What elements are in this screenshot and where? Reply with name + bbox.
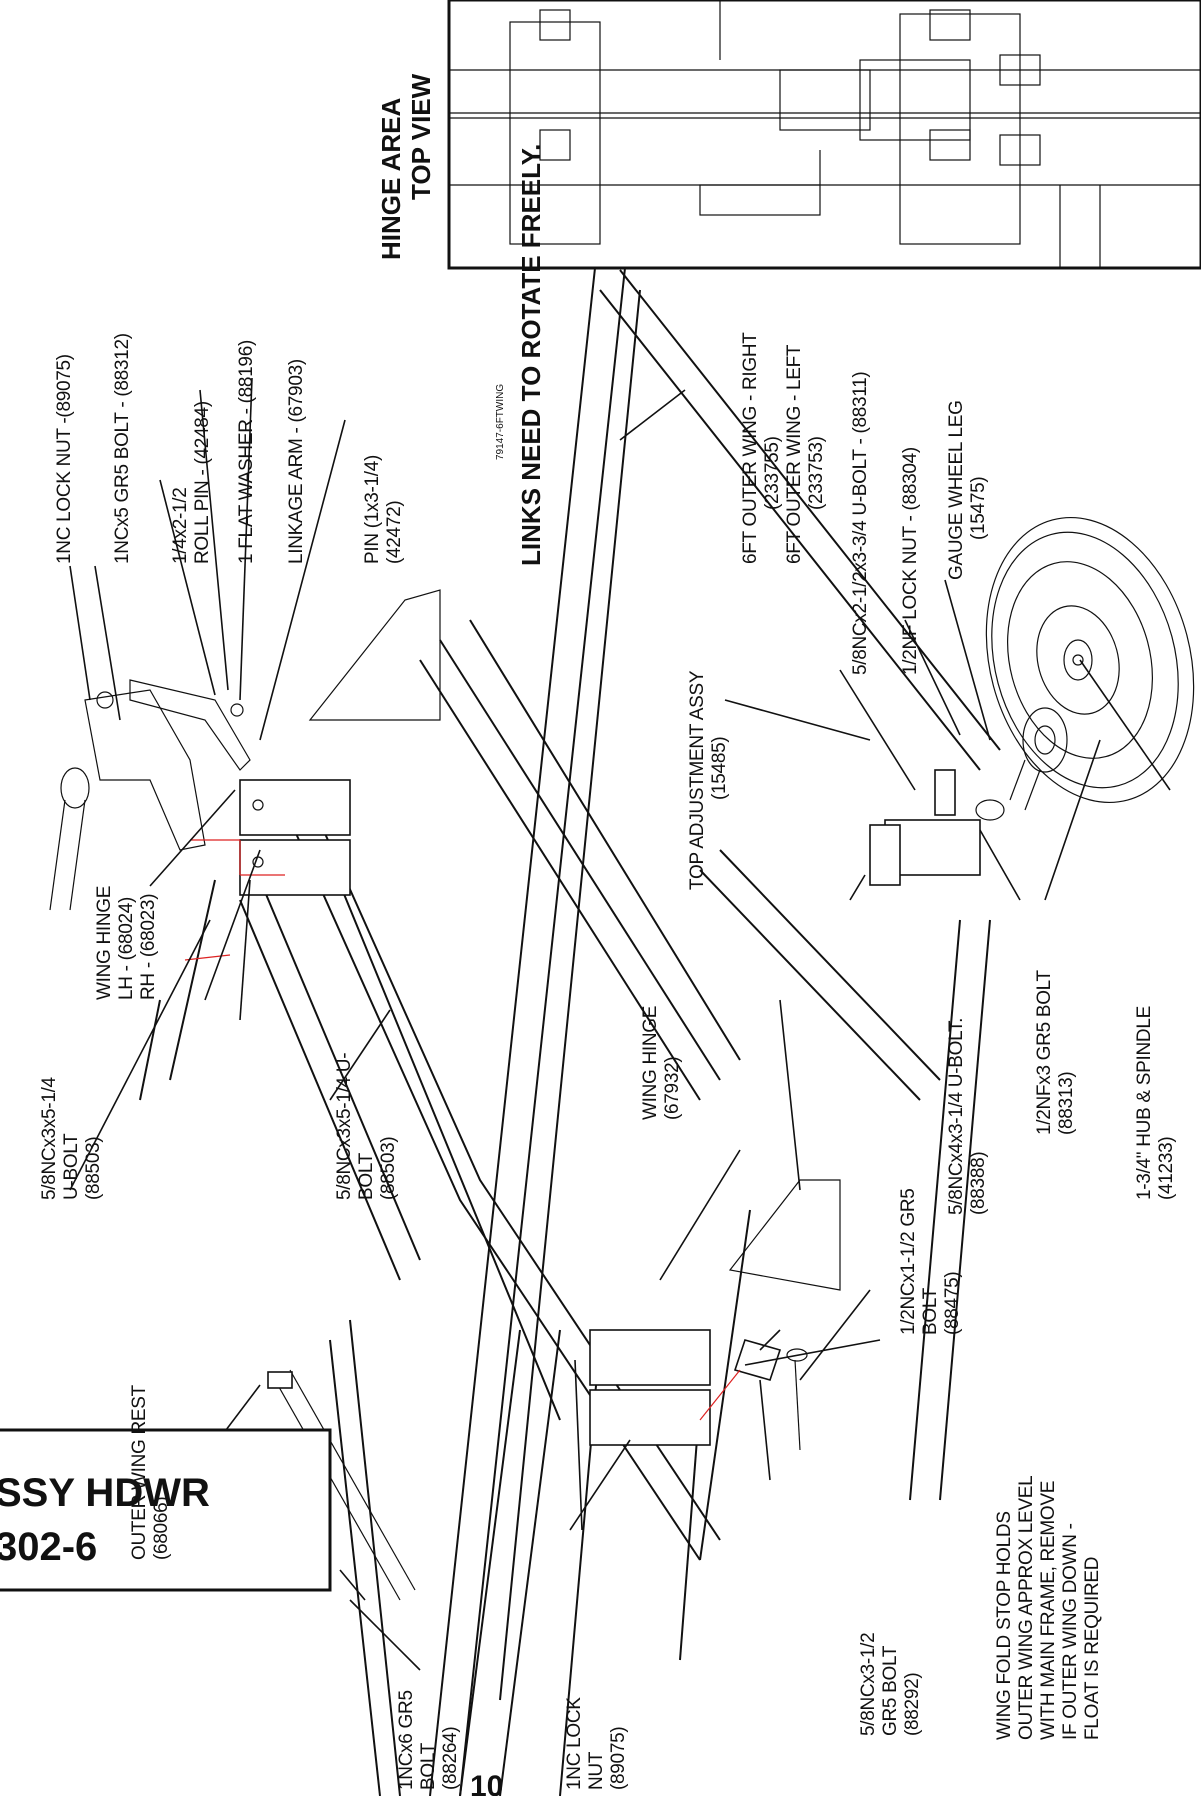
leader-lines (69, 377, 1171, 1671)
label-fold-stop-3: WITH MAIN FRAME, REMOVE (1038, 1481, 1059, 1740)
linkage-assembly (49, 679, 285, 961)
label-top-adjustment-1: TOP ADJUSTMENT ASSY (687, 670, 708, 890)
label-bolt-88313-1: 1/2NFx3 GR5 BOLT (1034, 969, 1055, 1135)
label-linkage-arm: LINKAGE ARM - (67903) (286, 359, 307, 564)
gauge-wheel (985, 516, 1195, 804)
label-outer-wing-left-2: (233753) (806, 436, 827, 510)
label-gauge-wheel-leg-1: GAUGE WHEEL LEG (946, 400, 967, 580)
label-outer-wing-right-1: 6FT OUTER WING - RIGHT (740, 332, 761, 564)
label-pin-2: (42472) (384, 501, 405, 564)
label-ubolt-b-3: (88503) (378, 1137, 399, 1200)
outer-wing-tip (308, 589, 841, 1291)
label-bolt-88313-2: (88313) (1056, 1072, 1077, 1135)
label-ubolt-88311: 5/8NCx2-1/2x3-3/4 U-BOLT - (88311) (850, 372, 871, 675)
label-lock-nut-89075b-2: NUT (586, 1751, 607, 1790)
label-hub-spindle-1: 1-3/4" HUB & SPINDLE (1134, 1006, 1155, 1200)
label-fold-stop-4: IF OUTER WING DOWN - (1060, 1523, 1081, 1740)
hinge-area-label-1: HINGE AREA (376, 98, 406, 260)
label-wing-hinge-lr-1: WING HINGE (94, 886, 115, 1000)
label-bolt-88264-3: (88264) (440, 1727, 461, 1790)
label-outer-wing-right-2: (233755) (762, 436, 783, 510)
label-ubolt-b-2: BOLT (356, 1152, 377, 1200)
label-outer-wing-rest-2: (68066) (151, 1497, 172, 1560)
label-bolt-88264-2: BOLT (418, 1742, 439, 1790)
page-number: 10 (470, 1770, 503, 1796)
label-fold-stop-1: WING FOLD STOP HOLDS (994, 1511, 1015, 1740)
label-lock-nut-89075b-1: 1NC LOCK (564, 1697, 585, 1790)
title-line-1: SSY HDWR (0, 1471, 210, 1515)
label-lock-nut-89075b-3: (89075) (608, 1727, 629, 1790)
label-wing-hinge-lr-2: LH - (68024) (116, 897, 137, 1000)
label-wing-hinge-lr-3: RH - (68023) (138, 894, 159, 1000)
label-ubolt-b-1: 5/8NCx3x5-1/4 U- (334, 1053, 355, 1200)
hinge-area-top-view (447, 0, 1201, 270)
label-bolt-88475-3: (88475) (942, 1272, 963, 1335)
label-hub-spindle-2: (41233) (1156, 1137, 1177, 1200)
label-outer-wing-rest-1: OUTER WING REST (129, 1384, 150, 1560)
label-flat-washer: 1 FLAT WASHER - (88196) (236, 340, 257, 564)
label-ubolt-88388-1: 5/8NCx4x3-1/4 U-BOLT. (946, 1018, 967, 1215)
label-bolt-88292-1: 5/8NCx3-1/2 (858, 1633, 879, 1736)
label-wing-hinge-67932-2: (67932) (662, 1057, 683, 1120)
label-ubolt-a-2: U-BOLT (61, 1133, 82, 1200)
label-outer-wing-left-1: 6FT OUTER WING - LEFT (784, 344, 805, 564)
warning-note: LINKS NEED TO ROTATE FREELY. (516, 144, 546, 566)
label-bolt-88264-1: 1NCx6 GR5 (396, 1690, 417, 1790)
label-roll-pin-2: ROLL PIN - (42484) (192, 401, 213, 564)
label-ubolt-a-1: 5/8NCx3x5-1/4 (39, 1076, 60, 1200)
drawing-id: 79147-6FTWING (495, 384, 506, 460)
label-fold-stop-2: OUTER WING APPROX LEVEL (1016, 1476, 1037, 1740)
label-fold-stop-5: FLOAT IS REQUIRED (1082, 1557, 1103, 1740)
hinge-area-label-2: TOP VIEW (406, 73, 436, 200)
gauge-wheel-leg (884, 769, 1005, 876)
label-lock-nut-89075: 1NC LOCK NUT -(89075) (54, 354, 75, 564)
label-bolt-88292-2: GR5 BOLT (880, 1645, 901, 1736)
label-bolt-88475-2: BOLT (920, 1287, 941, 1335)
outer-wing-rest (267, 1369, 416, 1601)
title-block: SSY HDWR 302-6 (0, 1428, 332, 1592)
label-roll-pin-1: 1/4x2-1/2 (170, 487, 191, 564)
label-pin-1: PIN (1x3-1/4) (362, 455, 383, 564)
label-wing-hinge-67932-1: WING HINGE (640, 1006, 661, 1120)
wing-fold-stop (699, 1339, 808, 1451)
label-lock-nut-88304: 1/2NF LOCK NUT - (88304) (900, 447, 921, 675)
title-line-2: 302-6 (0, 1525, 97, 1569)
label-bolt-88292-3: (88292) (902, 1673, 923, 1736)
label-ubolt-a-3: (88503) (83, 1137, 104, 1200)
wing-hinge-lower (589, 1329, 711, 1446)
label-top-adjustment-2: (15485) (709, 737, 730, 800)
label-bolt-88312: 1NCx5 GR5 BOLT - (88312) (112, 333, 133, 564)
label-bolt-88475-1: 1/2NCx1-1/2 GR5 (898, 1188, 919, 1335)
label-ubolt-88388-2: (88388) (968, 1152, 989, 1215)
wing-hinge-upper (239, 779, 351, 896)
top-adjustment-assy (869, 824, 901, 886)
label-gauge-wheel-leg-2: (15475) (968, 477, 989, 540)
hub-spindle (1009, 707, 1068, 811)
